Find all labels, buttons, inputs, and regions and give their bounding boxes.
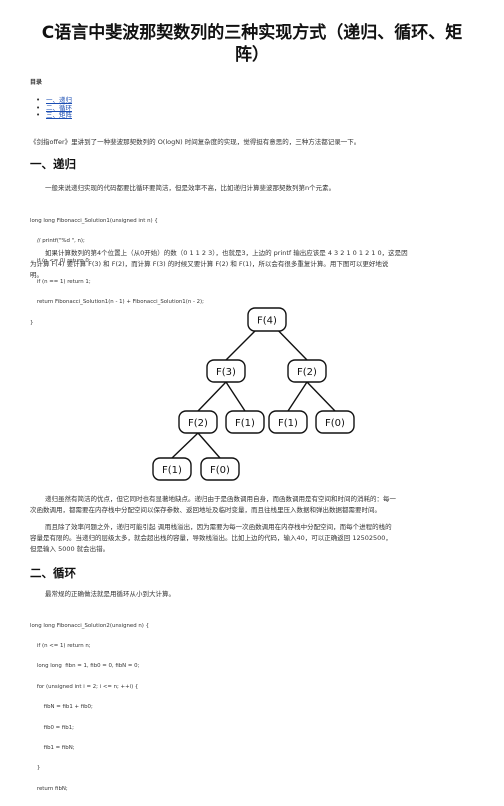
toc-item: 二、循环 — [34, 103, 72, 113]
tree-node-f3: F(3) — [206, 359, 246, 383]
code-line: fibN = fib1 + fib0; — [30, 704, 93, 711]
code-line: return fibN; — [30, 785, 68, 792]
code-line: long long Fibonacci_Solution1(unsigned i… — [30, 217, 158, 224]
svg-text:F(1): F(1) — [278, 418, 298, 429]
code-line: fib1 = fibN; — [30, 744, 75, 751]
toc-item: 三、矩阵 — [34, 111, 72, 120]
code-line: return Fibonacci_Solution1(n - 1) + Fibo… — [30, 299, 204, 306]
recursion-tree-diagram: F(4) F(3) F(2) F(2) F(1) F(1) F(0) F(1) — [152, 307, 355, 481]
code-line: if (n <= 1) return n; — [30, 642, 91, 649]
paragraph: 最常规的正确做法就是用循环从小到大计算。 — [45, 590, 175, 598]
tree-node-f1: F(1) — [152, 457, 192, 481]
code-block-recursion: long long Fibonacci_Solution1(unsigned i… — [30, 204, 204, 340]
section-heading-loop: 二、循环 — [30, 566, 76, 580]
toc-item: 一、递归 — [34, 96, 72, 105]
paragraph: 递归虽然有简洁的优点，但它同时也有显著地缺点。递归由于是函数调用自身，而函数调用… — [30, 495, 396, 514]
svg-text:F(3): F(3) — [216, 367, 236, 378]
code-line: if (n <= 0) return 0; — [30, 258, 91, 265]
code-line: // printf("%d ", n); — [30, 237, 85, 244]
svg-text:F(2): F(2) — [297, 367, 317, 378]
code-block-loop: long long Fibonacci_Solution2(unsigned n… — [30, 609, 149, 806]
toc-link-loop[interactable]: 二、循环 — [46, 103, 72, 112]
code-line: } — [30, 765, 41, 772]
code-line: long long Fibonacci_Solution2(unsigned n… — [30, 622, 150, 629]
svg-text:F(1): F(1) — [235, 418, 255, 429]
paragraph: 如果计算数列的第4个位置上（从0开始）的数（0 1 1 2 3），也就是3，上边… — [30, 249, 408, 279]
page-title: C语言中斐波那契数列的三种实现方式（递归、循环、矩 阵） — [41, 23, 463, 65]
tree-node-f0: F(0) — [200, 457, 240, 481]
paragraph: 一般来说递归实现的代码都要比循环要简洁，但是效率不高，比如递归计算斐波那契数列第… — [45, 184, 336, 192]
table-of-contents: 一、递归 二、循环 三、矩阵 — [34, 96, 72, 120]
svg-text:F(0): F(0) — [210, 465, 230, 476]
code-line: fib0 = fib1; — [30, 724, 74, 731]
tree-node-f0: F(0) — [315, 410, 355, 434]
code-line: long long fibn = 1, fib0 = 0, fibN = 0; — [30, 663, 140, 670]
document-page: C语言中斐波那契数列的三种实现方式（递归、循环、矩 阵） 目录 一、递归 二、循… — [0, 0, 504, 713]
toc-link-matrix[interactable]: 三、矩阵 — [46, 111, 72, 119]
svg-text:F(0): F(0) — [325, 418, 345, 429]
svg-text:F(4): F(4) — [257, 316, 277, 327]
tree-node-f1: F(1) — [268, 410, 308, 434]
tree-node-f1: F(1) — [225, 410, 265, 434]
paragraph: 而且除了效率问题之外，递归可能引起 调用栈溢出，因为需要为每一次函数调用在内存栈… — [30, 523, 392, 553]
tree-node-f4: F(4) — [247, 307, 287, 332]
code-line: for (unsigned int i = 2; i <= n; ++i) { — [30, 683, 139, 690]
tree-node-f2: F(2) — [178, 410, 218, 434]
tree-node-f2: F(2) — [287, 359, 327, 383]
intro-paragraph: 《剑指offer》里讲到了一种斐波那契数列的 O(logN) 时间复杂度的实现，… — [30, 138, 361, 146]
svg-text:F(2): F(2) — [188, 418, 208, 429]
code-line: } — [30, 319, 34, 326]
toc-link-recursion[interactable]: 一、递归 — [46, 96, 72, 104]
svg-text:F(1): F(1) — [162, 465, 182, 476]
section-heading-recursion: 一、递归 — [30, 157, 76, 171]
code-line: if (n == 1) return 1; — [30, 278, 91, 285]
toc-label: 目录 — [30, 79, 43, 86]
